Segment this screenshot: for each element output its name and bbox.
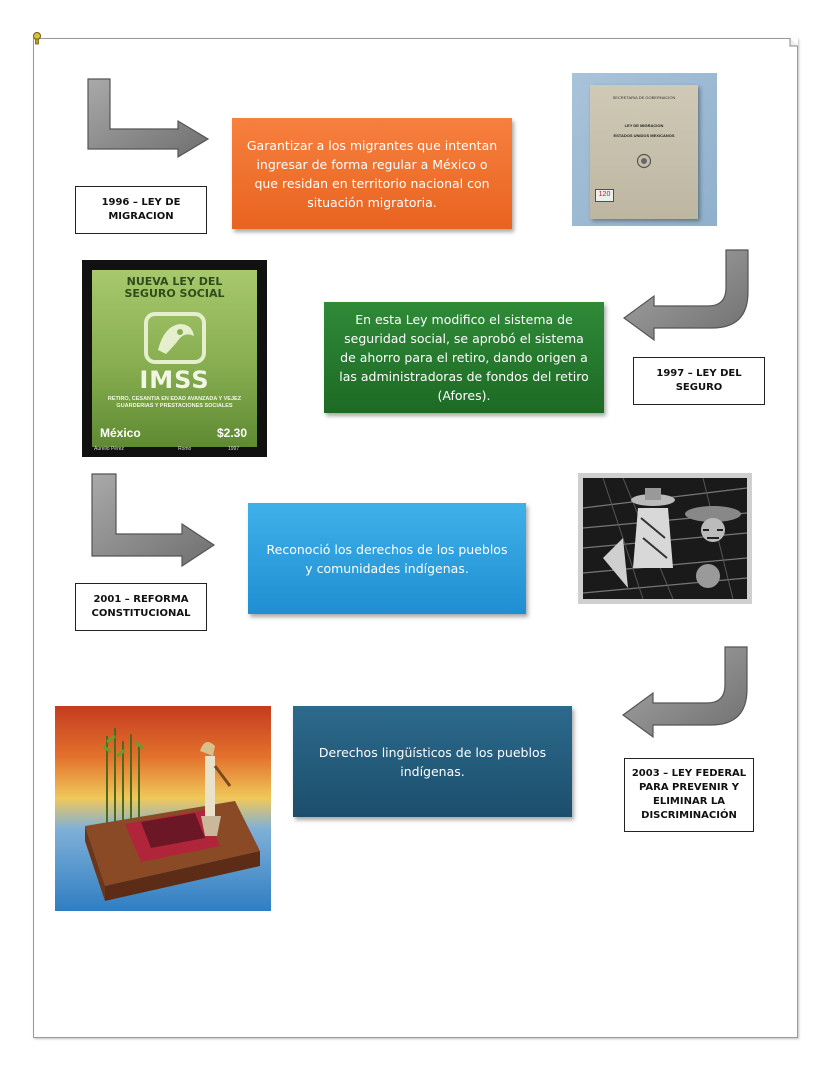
label-1997-ley-del-seguro: 1997 – LEY DEL SEGURO	[633, 357, 765, 405]
stamp-face: NUEVA LEY DEL SEGURO SOCIAL IMSS RETIRO,…	[92, 270, 257, 447]
stamp-year-text: 1997	[228, 446, 240, 452]
imss-stamp-image: NUEVA LEY DEL SEGURO SOCIAL IMSS RETIRO,…	[82, 260, 267, 457]
stamp-services-text: RETIRO, CESANTIA EN EDAD AVANZADA Y VEJE…	[107, 396, 242, 409]
stamp-price-text: $2.30	[216, 426, 247, 440]
stamp-brand-text: IMSS	[139, 366, 210, 394]
seal-icon	[636, 153, 652, 169]
curved-arrow-left-icon	[622, 249, 749, 342]
info-box-migracion: Garantizar a los migrantes que intentan …	[232, 118, 512, 229]
label-2003-ley-federal-discriminacion: 2003 – LEY FEDERAL PARA PREVENIR Y ELIMI…	[624, 758, 754, 832]
stamp-title: NUEVA LEY DEL SEGURO SOCIAL	[124, 275, 225, 300]
woodcut-revolution-image	[578, 473, 752, 604]
stamp-country-text: México	[100, 426, 141, 440]
stamp-designer-text: Romo	[178, 446, 192, 452]
page-fold-corner	[780, 38, 798, 50]
book-title-text: LEY DE MIGRACION	[624, 123, 664, 128]
label-1996-ley-de-migracion: 1996 – LEY DE MIGRACION	[75, 186, 207, 234]
indigenous-book-illustration-image	[55, 706, 271, 911]
woodcut-illustration	[583, 478, 747, 599]
book-header-text: SECRETARIA DE GOBERNACION	[612, 95, 676, 100]
info-box-seguro-social: En esta Ley modifico el sistema de segur…	[324, 302, 604, 413]
book-cover: SECRETARIA DE GOBERNACION LEY DE MIGRACI…	[590, 85, 698, 219]
book-cover-image: SECRETARIA DE GOBERNACION LEY DE MIGRACI…	[572, 73, 717, 226]
imss-eagle-logo-icon	[144, 312, 206, 364]
bent-arrow-right-icon	[87, 78, 210, 159]
curved-arrow-left-icon	[621, 646, 748, 739]
book-on-block-illustration	[85, 728, 260, 901]
info-box-derechos-linguisticos: Derechos lingüísticos de los pueblos ind…	[293, 706, 572, 817]
book-subtitle-text: ESTADOS UNIDOS MEXICANOS	[613, 133, 675, 138]
book-sticker-number: 120	[595, 189, 614, 202]
info-box-reforma: Reconoció los derechos de los pueblos y …	[248, 503, 526, 614]
pin-icon	[33, 32, 41, 45]
label-2001-reforma-constitucional: 2001 – REFORMA CONSTITUCIONAL	[75, 583, 207, 631]
stamp-artist-text: Aurelio Pérez	[94, 446, 125, 452]
bent-arrow-right-icon	[91, 473, 216, 568]
